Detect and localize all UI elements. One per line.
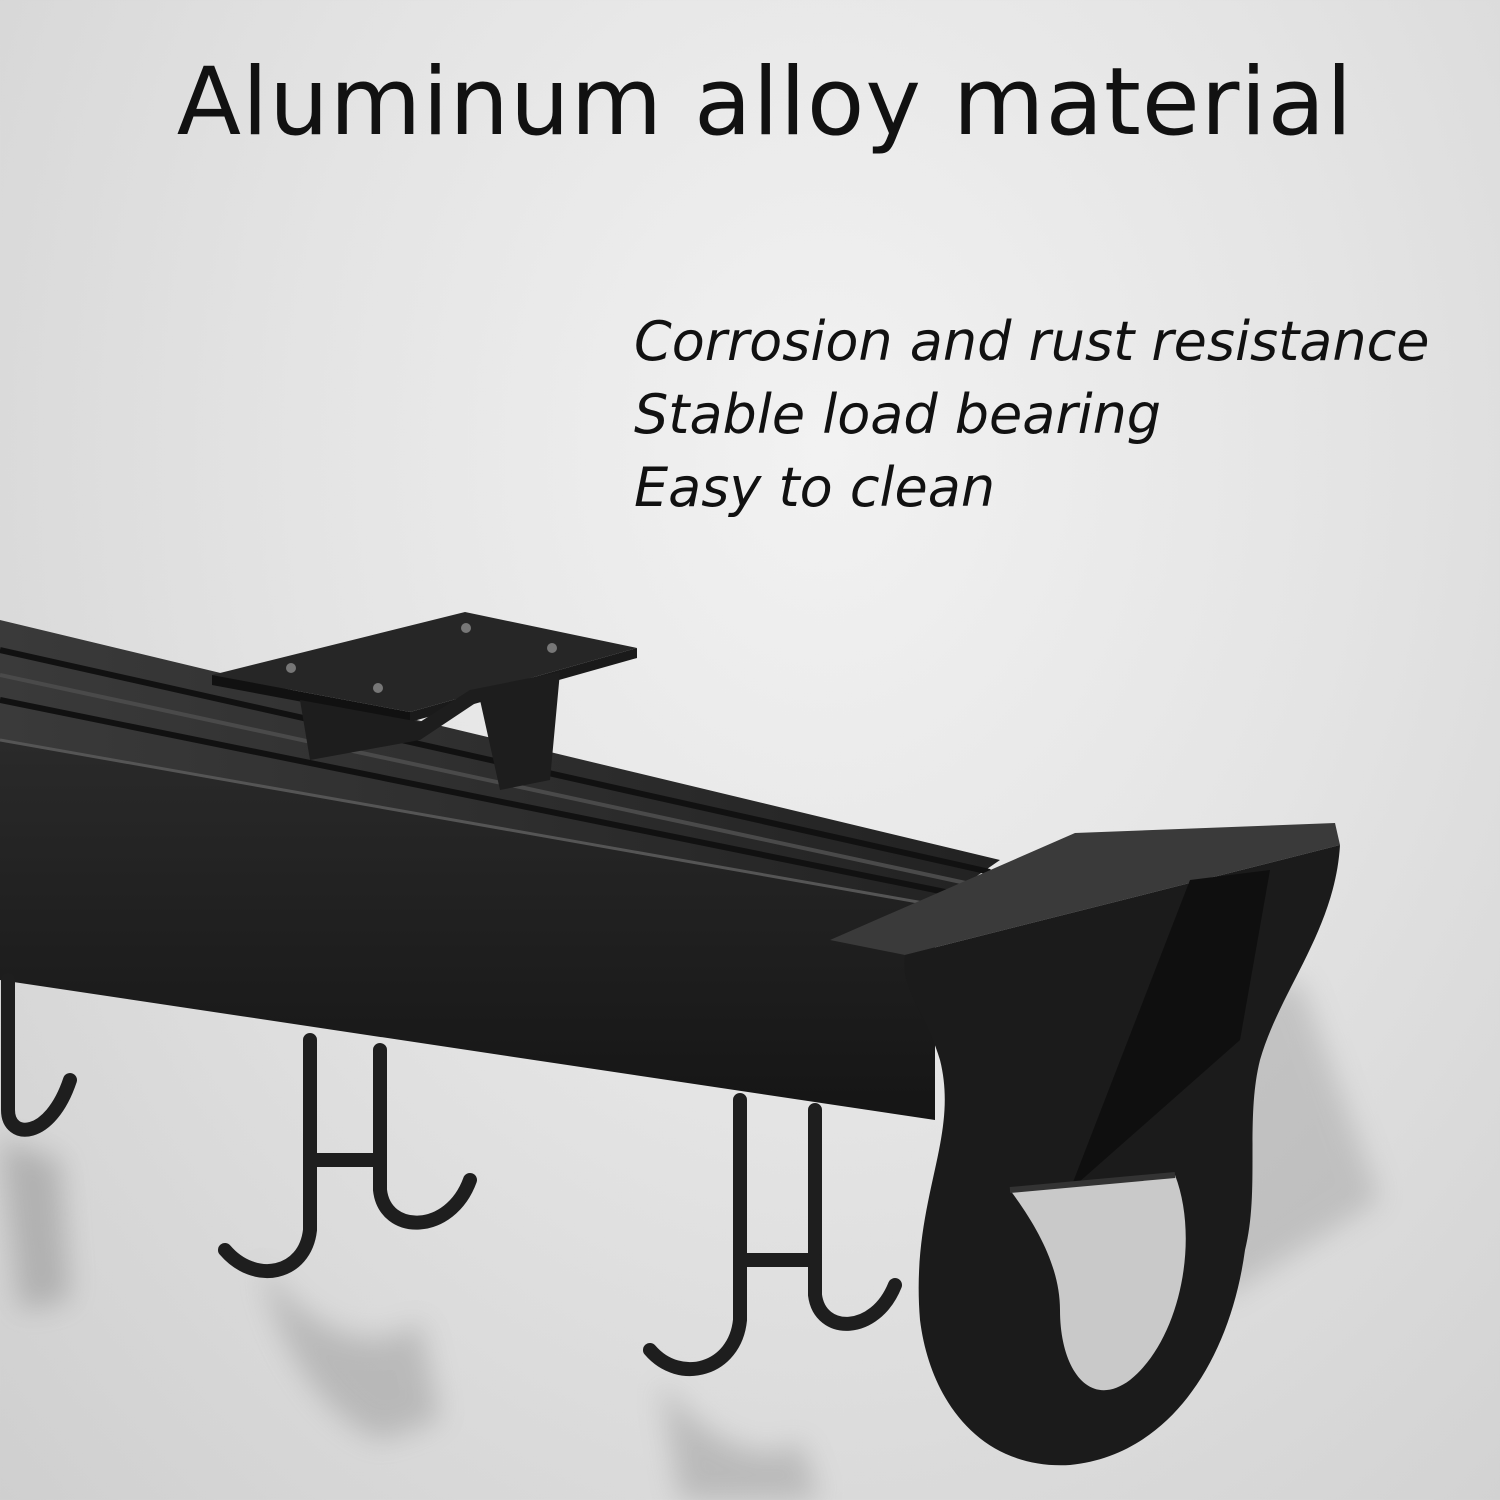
feature-load-bearing: Stable load bearing [634, 383, 1162, 446]
feature-list: Corrosion and rust resistance Stable loa… [634, 305, 1430, 524]
rail-front-face [0, 740, 935, 1120]
double-hook-2 [643, 1093, 902, 1377]
double-hook-1 [218, 1033, 477, 1279]
end-cap [830, 823, 1340, 1466]
headline: Aluminum alloy material [176, 48, 1354, 157]
mounting-bracket [212, 612, 637, 790]
feature-corrosion: Corrosion and rust resistance [634, 310, 1430, 373]
hooks [1, 973, 902, 1377]
feature-easy-clean: Easy to clean [634, 456, 996, 519]
